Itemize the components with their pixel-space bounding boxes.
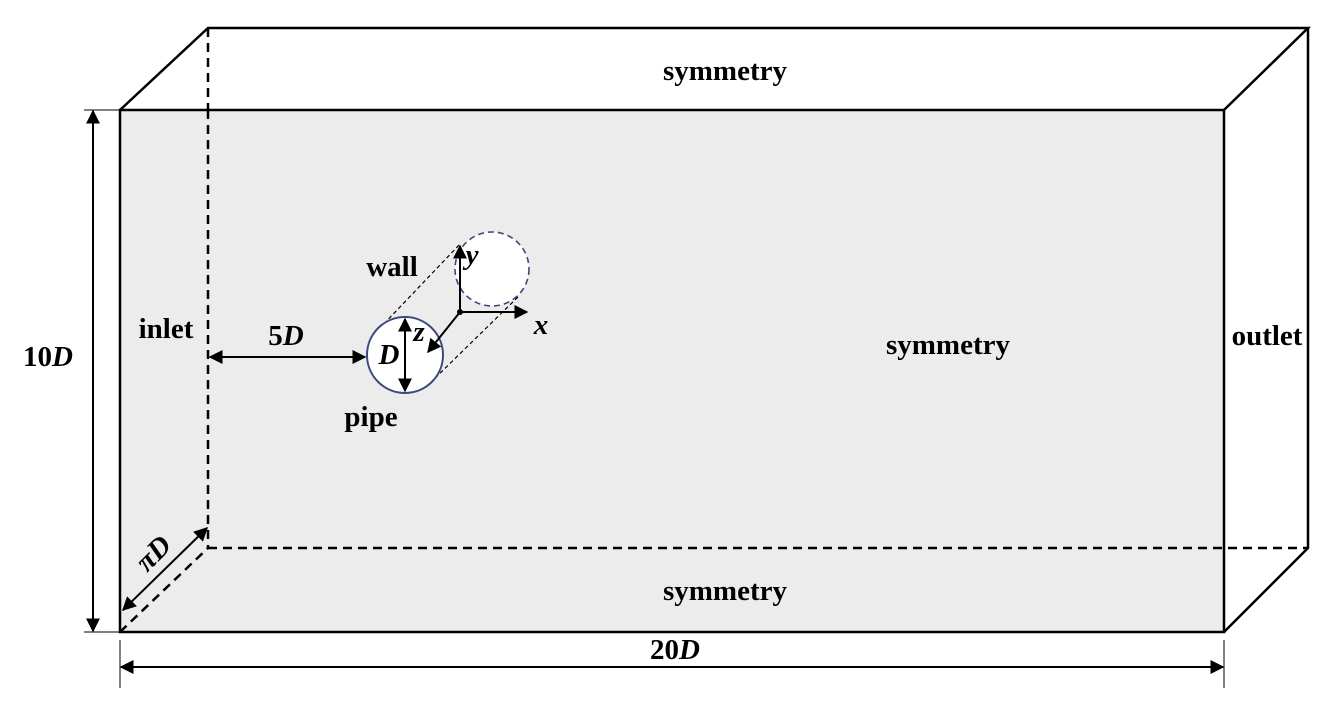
- width-dimension-label: 20D: [650, 634, 700, 666]
- pipe-back-circle: [454, 231, 530, 307]
- height-dimension-label: 10D: [23, 341, 73, 373]
- pipe-diameter-label: D: [378, 339, 400, 371]
- pipe-tangent-lines: [378, 242, 520, 384]
- front-face: [118, 108, 1226, 634]
- inlet-label: inlet: [139, 313, 194, 345]
- pipe-label: pipe: [344, 401, 397, 433]
- z-axis-label: z: [412, 316, 425, 348]
- x-axis-label: x: [533, 309, 549, 341]
- z-axis-arrow: [427, 311, 461, 354]
- symmetry-bottom-label: symmetry: [663, 575, 788, 607]
- y-axis-label: y: [463, 239, 479, 271]
- depth-dimension-arrow: [121, 527, 209, 611]
- symmetry-top-label: symmetry: [663, 55, 788, 87]
- outlet-label: outlet: [1232, 320, 1303, 352]
- wall-label: wall: [366, 251, 418, 283]
- top-face-edges: [119, 26, 1312, 633]
- upstream-dimension-label: 5D: [268, 320, 304, 352]
- symmetry-center-label: symmetry: [886, 329, 1011, 361]
